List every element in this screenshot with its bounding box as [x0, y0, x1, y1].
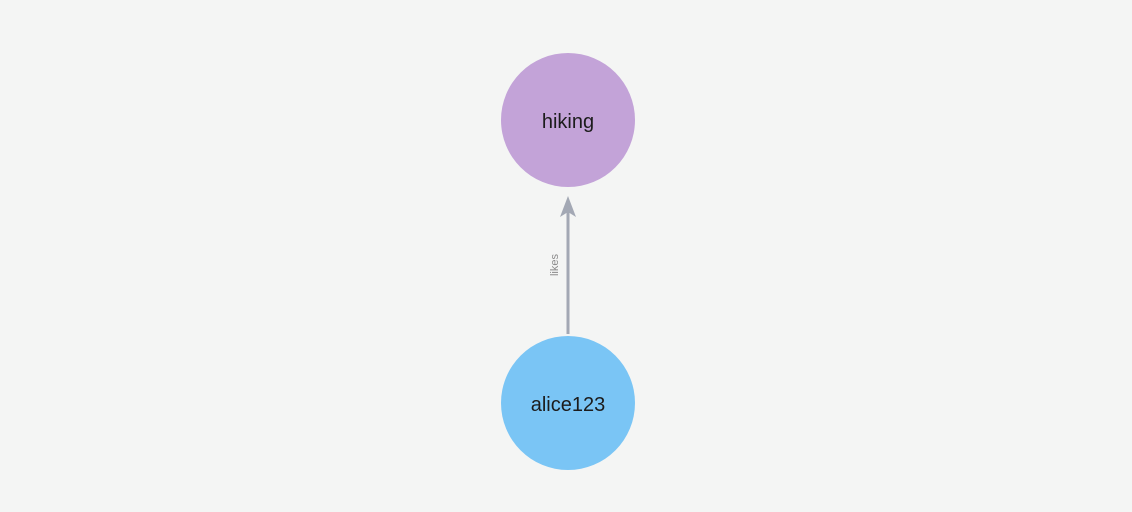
- node-label-hiking: hiking: [542, 111, 594, 133]
- graph-node-hiking[interactable]: hiking: [501, 53, 635, 187]
- graph-edge[interactable]: likes: [549, 196, 576, 334]
- node-circle-alice123: [501, 336, 635, 470]
- node-circle-hiking: [501, 53, 635, 187]
- node-label-alice123: alice123: [531, 394, 606, 416]
- edge-arrowhead-icon: [560, 196, 576, 217]
- graph-node-alice123[interactable]: alice123: [501, 336, 635, 470]
- edge-label: likes: [549, 254, 561, 277]
